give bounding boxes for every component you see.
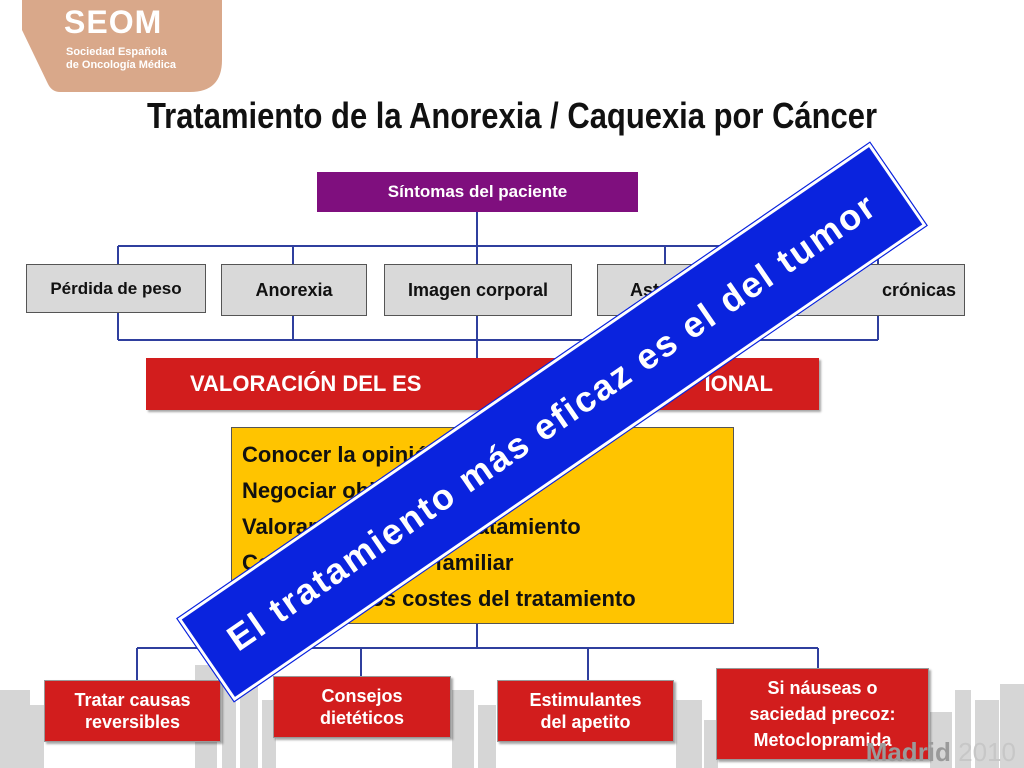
action-line: Estimulantes (529, 690, 642, 710)
footer-year: 2010 (958, 737, 1016, 767)
logo-subtitle: Sociedad Española de Oncología Médica (66, 46, 186, 72)
symptom-body-image: Imagen corporal (384, 264, 572, 316)
action-line: Tratar causas (74, 690, 191, 710)
madrid-2010-watermark: Madrid 2010 (866, 737, 1016, 768)
logo-subtitle-line: Sociedad Española (66, 46, 167, 58)
action-line: del apetito (540, 712, 631, 732)
action-line: Si náuseas o (767, 678, 878, 698)
assessment-bar-text-right: IONAL (704, 371, 773, 396)
action-dietary-advice: Consejos dietéticos (273, 676, 451, 738)
symptom-weight-loss: Pérdida de peso (26, 264, 206, 313)
logo-subtitle-line: de Oncología Médica (66, 59, 177, 71)
logo-tab-shape (22, 0, 222, 92)
footer-city: Madrid (865, 737, 951, 767)
symptom-anorexia: Anorexia (221, 264, 367, 316)
assessment-bar-text-left: VALORACIÓN DEL ES (190, 371, 422, 396)
action-line: dietéticos (319, 708, 405, 728)
action-metoclopramide: Si náuseas o saciedad precoz: Metoclopra… (716, 668, 929, 760)
action-appetite-stimulants: Estimulantes del apetito (497, 680, 674, 742)
slide-title: Tratamiento de la Anorexia / Caquexia po… (146, 95, 878, 136)
action-line: saciedad precoz: (749, 704, 896, 724)
action-line: reversibles (84, 712, 181, 732)
action-line: Metoclopramida (753, 730, 892, 750)
patient-symptoms-box: Síntomas del paciente (317, 172, 638, 212)
action-line: Consejos (321, 686, 403, 706)
action-treat-reversible-causes: Tratar causas reversibles (44, 680, 221, 742)
seom-logo: SEOM Sociedad Española de Oncología Médi… (22, 0, 222, 92)
logo-name: SEOM (64, 4, 163, 40)
